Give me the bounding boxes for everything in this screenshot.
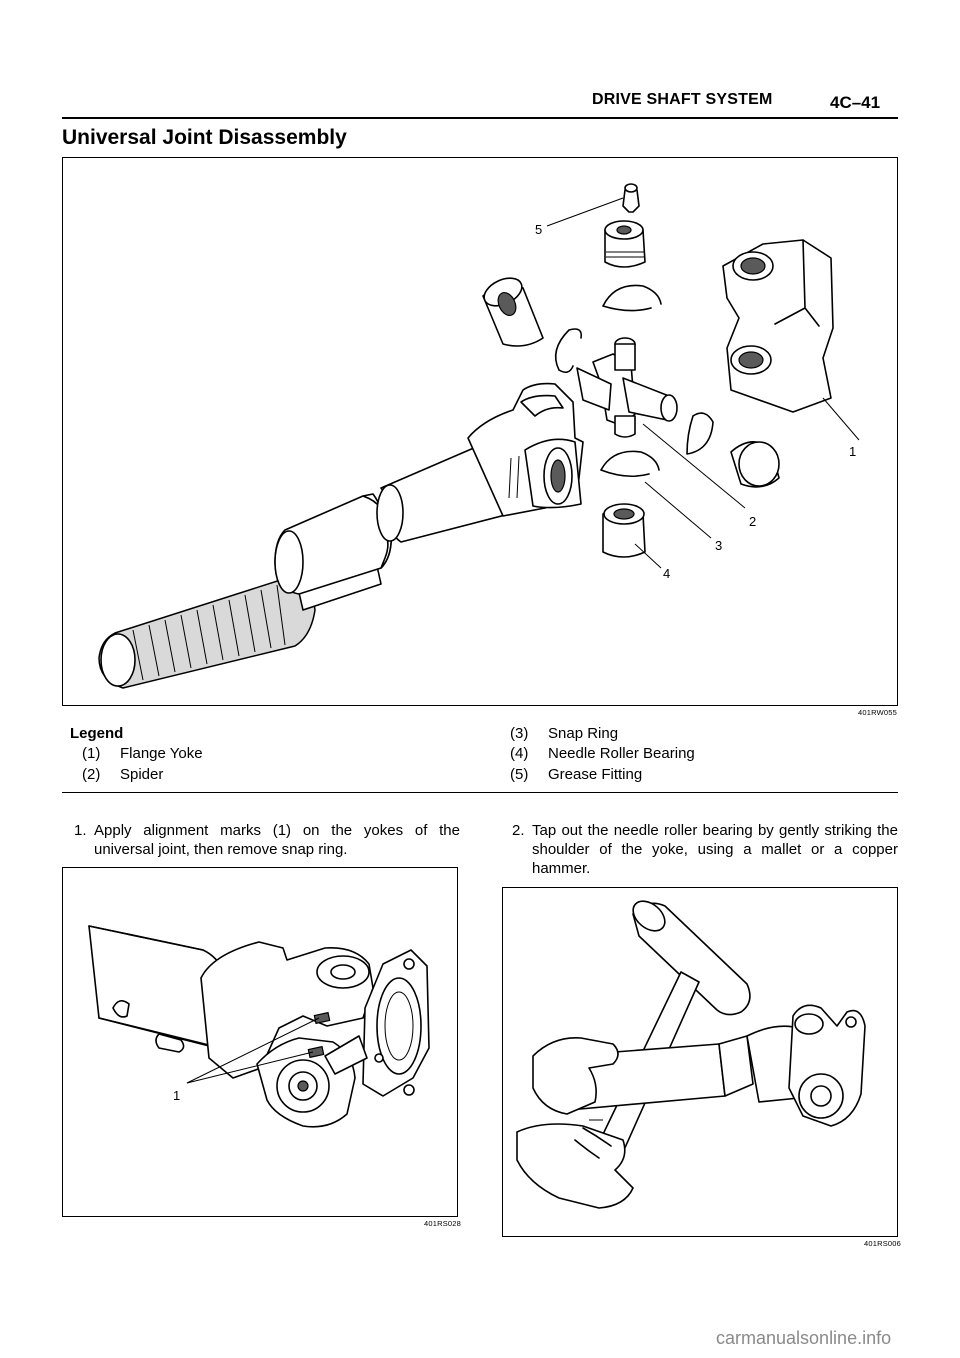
main-figure: 1 2 3 4 5: [62, 157, 898, 706]
legend-item: (3)Snap Ring: [510, 725, 619, 742]
universal-joint-exploded-illustration: 1 2 3 4 5: [98, 183, 860, 689]
callout-1: 1: [849, 444, 856, 459]
page-title: Universal Joint Disassembly: [62, 126, 347, 149]
step-2: 2. Tap out the needle roller bearing by …: [512, 822, 898, 877]
alignment-marks-figure: 1: [62, 867, 458, 1217]
legend-item: (1)Flange Yoke: [82, 745, 203, 762]
section-title: DRIVE SHAFT SYSTEM: [592, 91, 773, 108]
callout-5: 5: [535, 222, 542, 237]
main-figure-code: 401RW055: [858, 708, 897, 717]
legend-heading: Legend: [70, 725, 124, 742]
header-rule: [62, 117, 898, 119]
callout-3: 3: [715, 538, 722, 553]
callout-4: 4: [663, 566, 670, 581]
left-figure-code: 401RS028: [424, 1219, 462, 1228]
striking-bearing-figure: [502, 887, 898, 1237]
alignment-marks-illustration: 1: [88, 925, 430, 1128]
callout-1: 1: [173, 1088, 180, 1103]
page-number: 4C–41: [830, 93, 881, 112]
section-divider: [62, 792, 898, 793]
step-1: 1. Apply alignment marks (1) on the yoke…: [74, 822, 460, 858]
legend-item: (5)Grease Fitting: [510, 766, 643, 783]
right-figure-code: 401RS006: [864, 1239, 902, 1248]
callout-2: 2: [749, 514, 756, 529]
legend-item: (2)Spider: [82, 766, 164, 783]
mallet-striking-illustration: [516, 900, 866, 1209]
legend-item: (4)Needle Roller Bearing: [510, 745, 695, 762]
watermark: carmanualsonline.info: [716, 1328, 892, 1348]
